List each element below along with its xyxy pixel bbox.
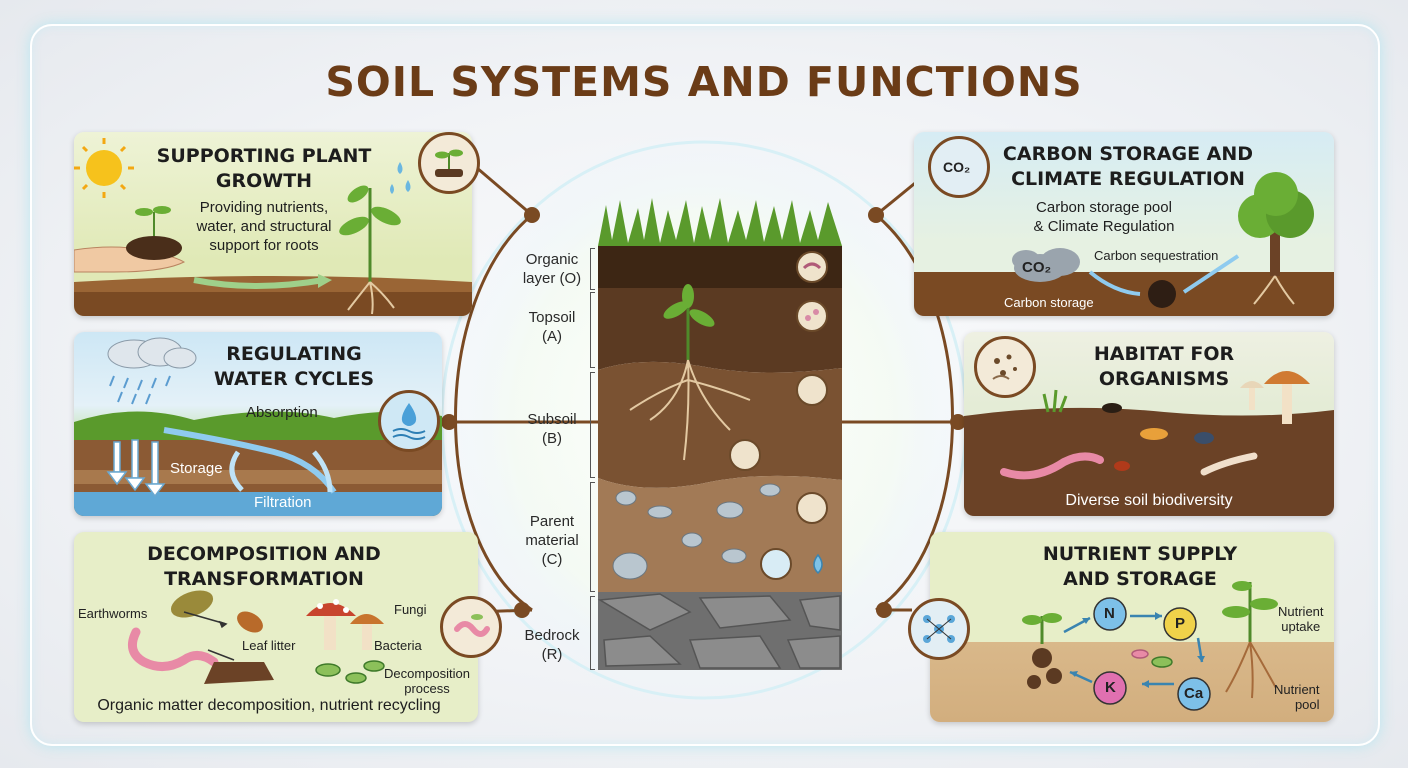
layer-bracket: [590, 596, 595, 670]
connector-dot: [524, 207, 540, 223]
co2-cloud-icon: [1012, 248, 1080, 282]
habitat-caption: Diverse soil biodiversity: [1065, 492, 1233, 509]
earthworm-icon: [1000, 452, 1258, 480]
plant-icon: [339, 185, 401, 315]
connector-dot: [868, 207, 884, 223]
connector-dot: [950, 414, 966, 430]
leaf-litter-label: Leaf litter: [242, 638, 296, 653]
layer-label-bedrock: Bedrock(R): [524, 627, 580, 663]
nitrogen-label: N: [1104, 605, 1115, 622]
seedling-icon: [1022, 613, 1062, 644]
carbon-storage-label: Carbon storage: [1004, 295, 1094, 310]
seedling-badge-icon: [418, 132, 480, 194]
connector-dot: [876, 602, 892, 618]
earthworms-label: Earthworms: [78, 606, 148, 621]
page-title: SOIL SYSTEMS AND FUNCTIONS: [325, 58, 1083, 106]
sun-icon: [74, 138, 134, 198]
layer-bracket: [590, 372, 595, 478]
fungi-label: Fungi: [394, 602, 427, 617]
absorption-label: Absorption: [246, 404, 318, 421]
rain-cloud-icon: [107, 337, 197, 405]
nutrient-molecules-badge-icon: [908, 598, 970, 660]
storage-label: Storage: [170, 460, 223, 477]
bacteria-icon: [315, 660, 385, 684]
layer-label-subsoil: Subsoil(B): [527, 411, 577, 447]
calcium-label: Ca: [1184, 685, 1204, 702]
grass-icon: [1042, 389, 1068, 413]
plant-icon: [1222, 581, 1278, 699]
mushroom-icon: [306, 599, 384, 650]
mushroom-icon: [1240, 371, 1310, 424]
grass-icon: [598, 198, 842, 246]
hand-icon: [74, 206, 186, 273]
connector-dot: [514, 602, 530, 618]
microbe-badge-icon: [974, 336, 1036, 398]
panel-carbon-desc: Carbon storage pool& Climate Regulation: [1033, 199, 1175, 235]
panel-plant-growth-desc: Providing nutrients,water, and structura…: [196, 199, 332, 254]
earthworm-icon: [127, 627, 219, 671]
leaf-litter-icon: [170, 590, 274, 684]
co2-cloud-label: CO₂: [1022, 259, 1052, 276]
bacteria-label: Bacteria: [374, 638, 422, 653]
outer-frame: [30, 24, 1380, 746]
insect-icon: [1102, 403, 1214, 471]
phosphorus-label: P: [1175, 615, 1186, 632]
filtration-label: Filtration: [254, 494, 312, 511]
decomposition-caption: Organic matter decomposition, nutrient r…: [97, 697, 441, 714]
connector-dot: [441, 414, 457, 430]
layer-bracket: [590, 248, 595, 290]
tree-icon: [1238, 172, 1314, 305]
worm-badge-icon: [440, 596, 502, 658]
layer-bracket: [590, 482, 595, 592]
co2-badge-icon: CO₂: [928, 136, 990, 198]
layer-bracket: [590, 292, 595, 368]
potassium-label: K: [1105, 679, 1116, 696]
water-drop-badge-icon: [378, 390, 440, 452]
carbon-sequestration-label: Carbon sequestration: [1094, 248, 1219, 263]
layer-label-topsoil: Topsoil(A): [528, 309, 576, 345]
